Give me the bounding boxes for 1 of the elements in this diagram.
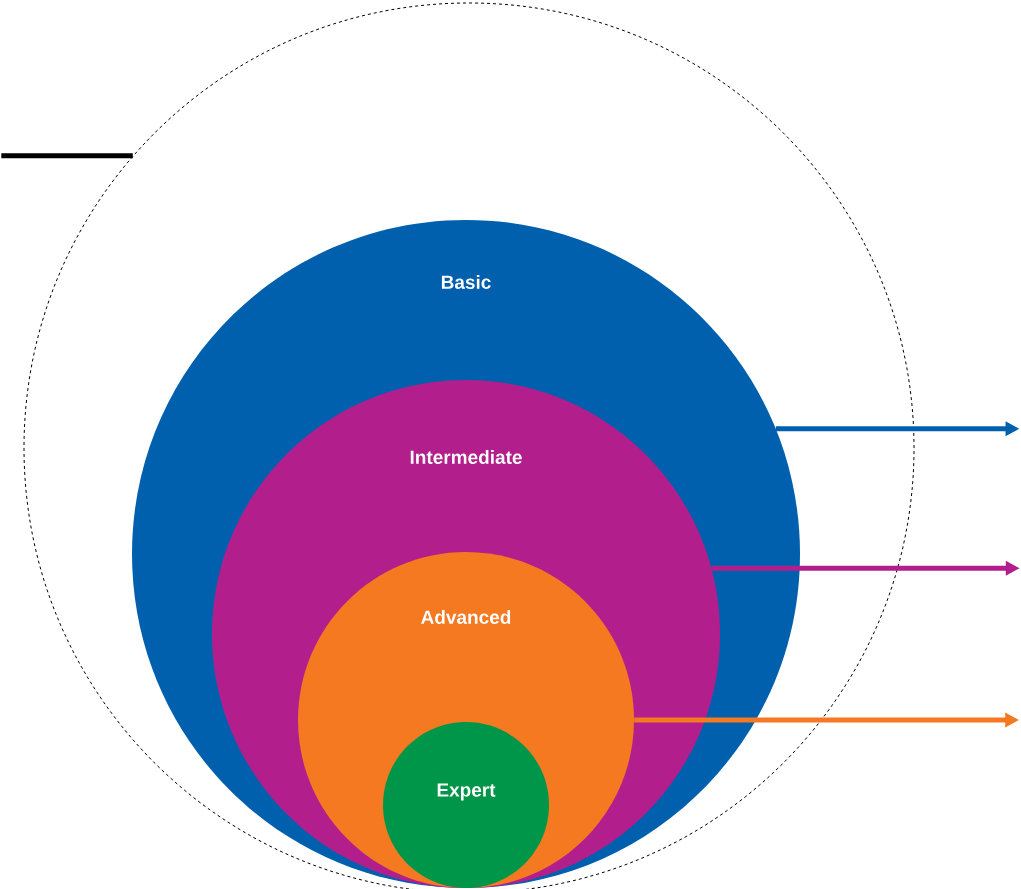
leader-line (1, 153, 133, 159)
